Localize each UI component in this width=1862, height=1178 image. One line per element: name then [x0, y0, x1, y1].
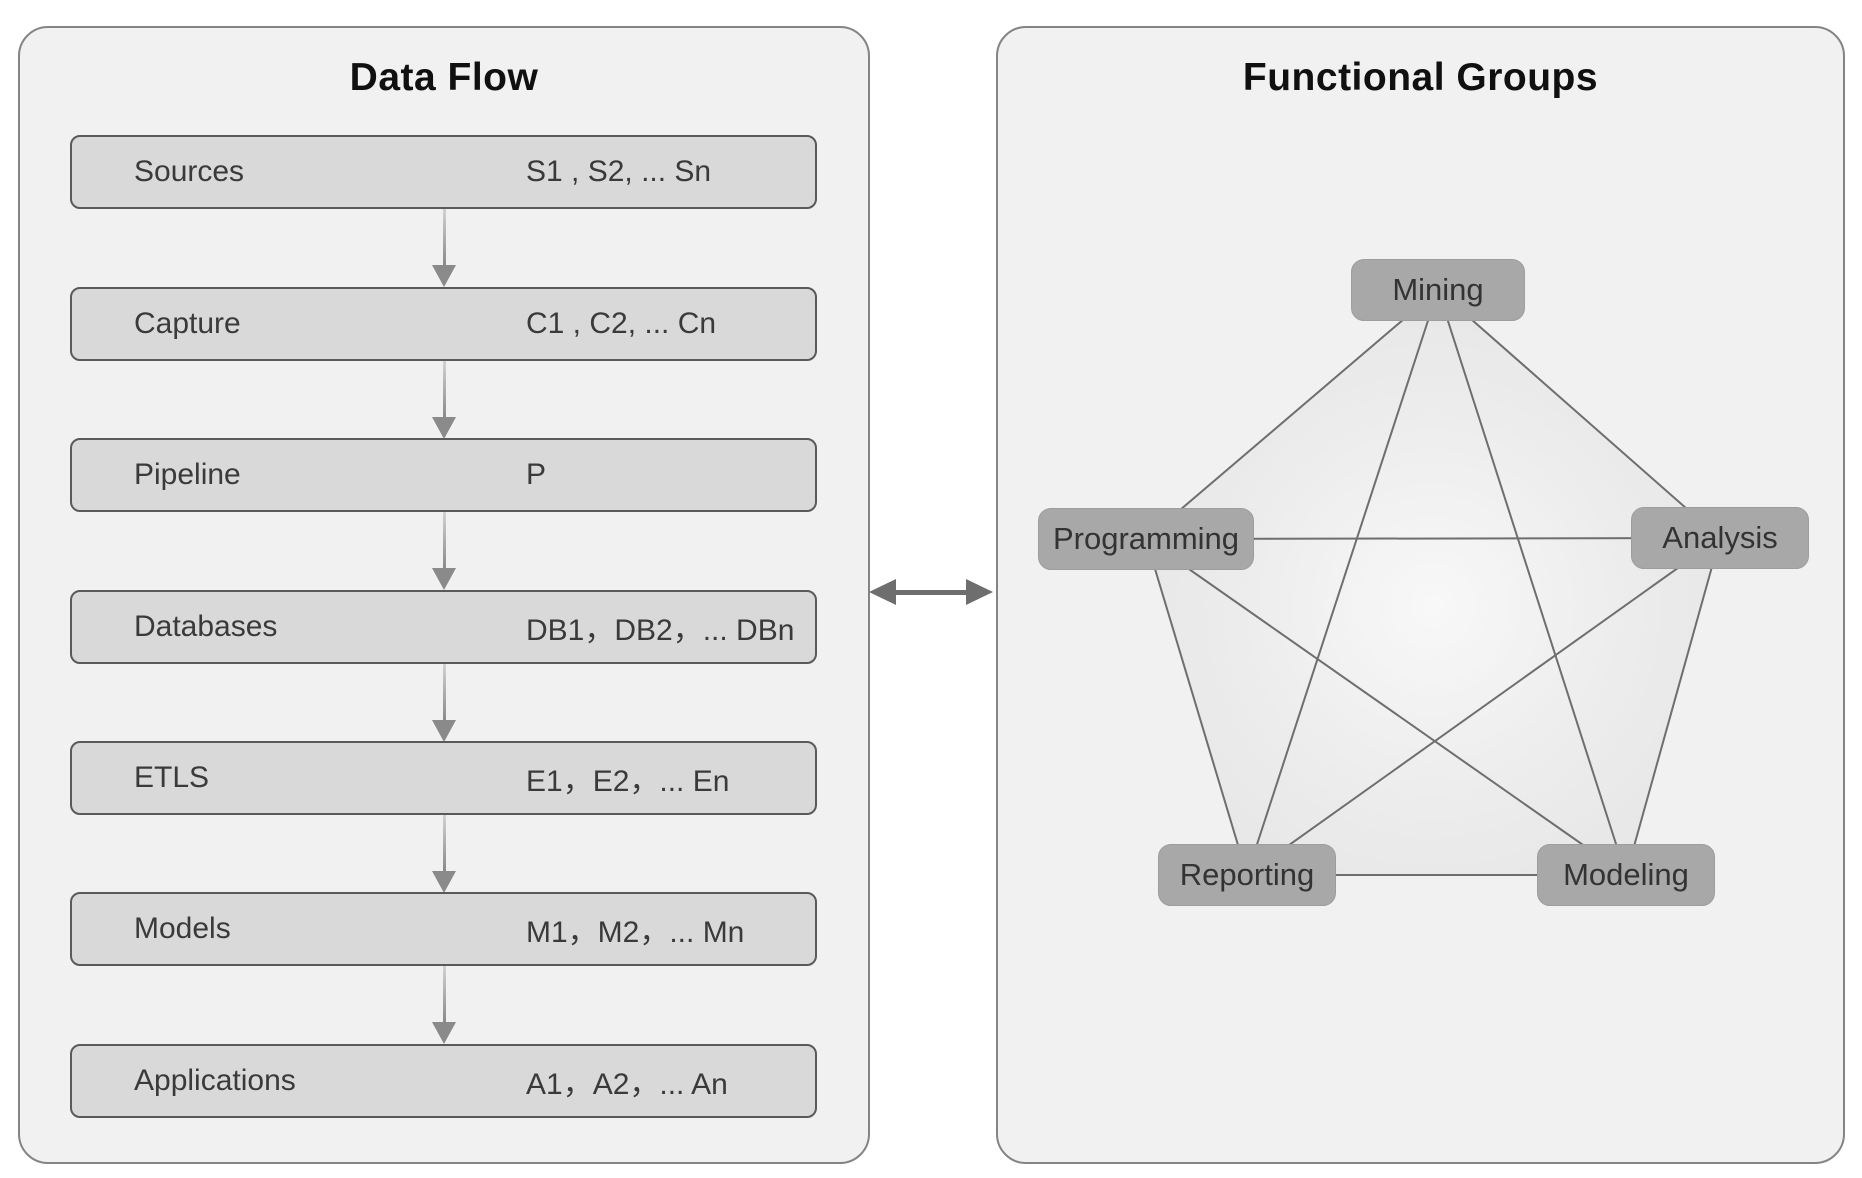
- edge-programming-reporting: [1145, 538, 1248, 876]
- arrow-head-left: [869, 579, 896, 605]
- flow-box-value: E1，E2，... En: [526, 765, 730, 798]
- functional-groups-title: Functional Groups: [1242, 56, 1599, 99]
- graph-node-programming[interactable]: Programming: [1038, 508, 1254, 570]
- flow-box-sources[interactable]: Sources S1 , S2, ... Sn: [70, 135, 817, 209]
- flow-box-value: S1 , S2, ... Sn: [526, 155, 712, 188]
- down-arrow-icon: [432, 361, 456, 439]
- flow-box-value: DB1，DB2，... DBn: [526, 614, 795, 647]
- panels-double-arrow-icon: [869, 578, 993, 606]
- edge-analysis-reporting: [1246, 537, 1721, 876]
- edge-mining-programming: [1145, 289, 1439, 540]
- arrow-shaft: [442, 815, 446, 871]
- edge-programming-modeling: [1145, 538, 1627, 876]
- arrow-head: [432, 871, 456, 893]
- data-flow-panel: Data Flow Sources S1 , S2, ... Sn Captur…: [18, 26, 870, 1164]
- down-arrow-icon: [432, 664, 456, 742]
- arrow-head-right: [966, 579, 993, 605]
- flow-box-databases[interactable]: Databases DB1，DB2，... DBn: [70, 590, 817, 664]
- down-arrow-icon: [432, 209, 456, 287]
- graph-node-modeling[interactable]: Modeling: [1537, 844, 1715, 906]
- graph-node-analysis[interactable]: Analysis: [1631, 507, 1809, 569]
- flow-box-applications[interactable]: Applications A1，A2，... An: [70, 1044, 817, 1118]
- edge-mining-reporting: [1246, 289, 1439, 876]
- pentagon-graph: [1145, 289, 1721, 876]
- down-arrow-icon: [432, 966, 456, 1044]
- functional-groups-panel: Functional Groups: [996, 26, 1845, 1164]
- edge-analysis-modeling: [1625, 537, 1721, 876]
- pentagon-fill: [1146, 290, 1720, 875]
- flow-box-value: C1 , C2, ... Cn: [526, 307, 717, 340]
- down-arrow-icon: [432, 512, 456, 590]
- flow-box-value: M1，M2，... Mn: [526, 916, 745, 949]
- flow-box-value: A1，A2，... An: [526, 1068, 728, 1101]
- flow-box-etls[interactable]: ETLS E1，E2，... En: [70, 741, 817, 815]
- down-arrow-icon: [432, 815, 456, 893]
- flow-box-label: Applications: [134, 1064, 296, 1097]
- arrow-head: [432, 265, 456, 287]
- arrow-head: [432, 568, 456, 590]
- arrow-shaft: [442, 512, 446, 568]
- arrow-head: [432, 1022, 456, 1044]
- arrow-shaft: [442, 664, 446, 720]
- arrow-shaft: [442, 361, 446, 417]
- edge-mining-analysis: [1437, 289, 1721, 539]
- flow-box-label: Pipeline: [134, 458, 241, 491]
- arrow-head: [432, 720, 456, 742]
- arrow-shaft: [442, 209, 446, 265]
- flow-box-label: Models: [134, 912, 231, 945]
- flow-box-value: P: [526, 458, 547, 491]
- arrow-bar: [892, 589, 970, 595]
- graph-node-reporting[interactable]: Reporting: [1158, 844, 1336, 906]
- flow-box-label: Capture: [134, 307, 241, 340]
- arrow-shaft: [442, 966, 446, 1022]
- flow-box-pipeline[interactable]: Pipeline P: [70, 438, 817, 512]
- data-flow-title: Data Flow: [349, 56, 539, 99]
- flow-box-models[interactable]: Models M1，M2，... Mn: [70, 892, 817, 966]
- arrow-head: [432, 417, 456, 439]
- flow-box-label: ETLS: [134, 761, 210, 794]
- flow-box-label: Sources: [134, 155, 245, 188]
- graph-node-mining[interactable]: Mining: [1351, 259, 1525, 321]
- edge-mining-modeling: [1437, 289, 1627, 876]
- flow-box-label: Databases: [134, 610, 278, 643]
- flow-box-capture[interactable]: Capture C1 , C2, ... Cn: [70, 287, 817, 361]
